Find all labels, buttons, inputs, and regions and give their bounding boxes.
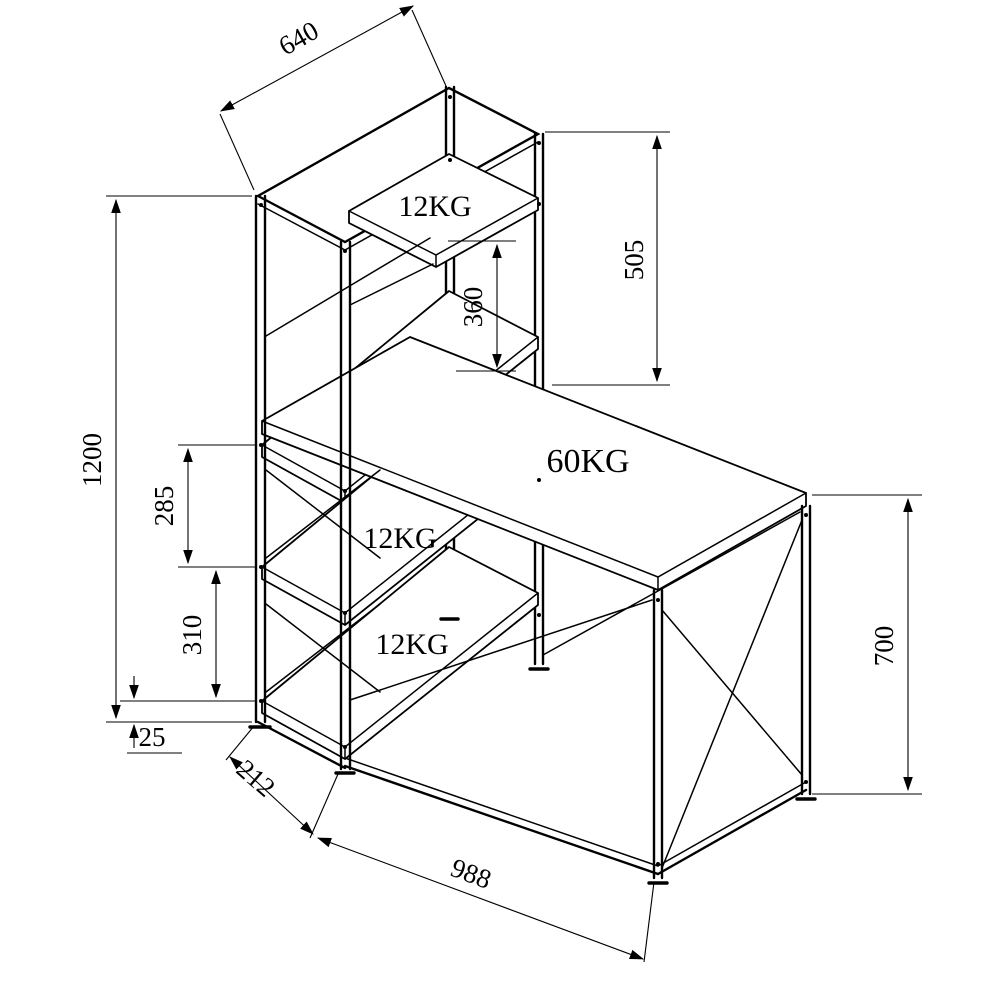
desktop-panel — [261, 336, 807, 591]
dim-25-label: 25 — [139, 722, 166, 752]
dimension-1200-tower-height: 1200 — [77, 195, 252, 723]
shelf-tower-front-posts — [254, 194, 352, 771]
dimension-285-shelf-spacing: 285 — [149, 444, 256, 568]
dim-285-label: 285 — [149, 486, 179, 527]
dim-505-label: 505 — [619, 240, 649, 281]
dim-310-label: 310 — [177, 615, 207, 656]
load-desktop-label: 60KG — [546, 443, 629, 480]
screw-dots — [259, 95, 808, 866]
dim-1200-label: 1200 — [77, 433, 107, 487]
dimension-310-shelf-spacing: 310 — [120, 569, 256, 702]
load-bottom-shelf-label: 12KG — [375, 628, 448, 661]
dimension-505-hutch-height: 505 — [545, 131, 670, 386]
dim-700-label: 700 — [869, 626, 899, 667]
desk-bottom-stretchers — [343, 757, 808, 876]
load-middle-shelf-label: 12KG — [363, 522, 436, 555]
dimension-360-clearance: 360 — [448, 240, 516, 372]
tower-cross-braces — [265, 237, 431, 693]
desk-legs — [652, 504, 812, 880]
dimension-25-base: 25 — [127, 676, 182, 754]
desk-braces — [349, 511, 803, 869]
hutch-top-shelf — [348, 153, 539, 306]
load-top-shelf-label: 12KG — [398, 190, 471, 223]
dimension-700-desk-height: 700 — [812, 494, 922, 795]
dim-360-label: 360 — [458, 287, 488, 328]
